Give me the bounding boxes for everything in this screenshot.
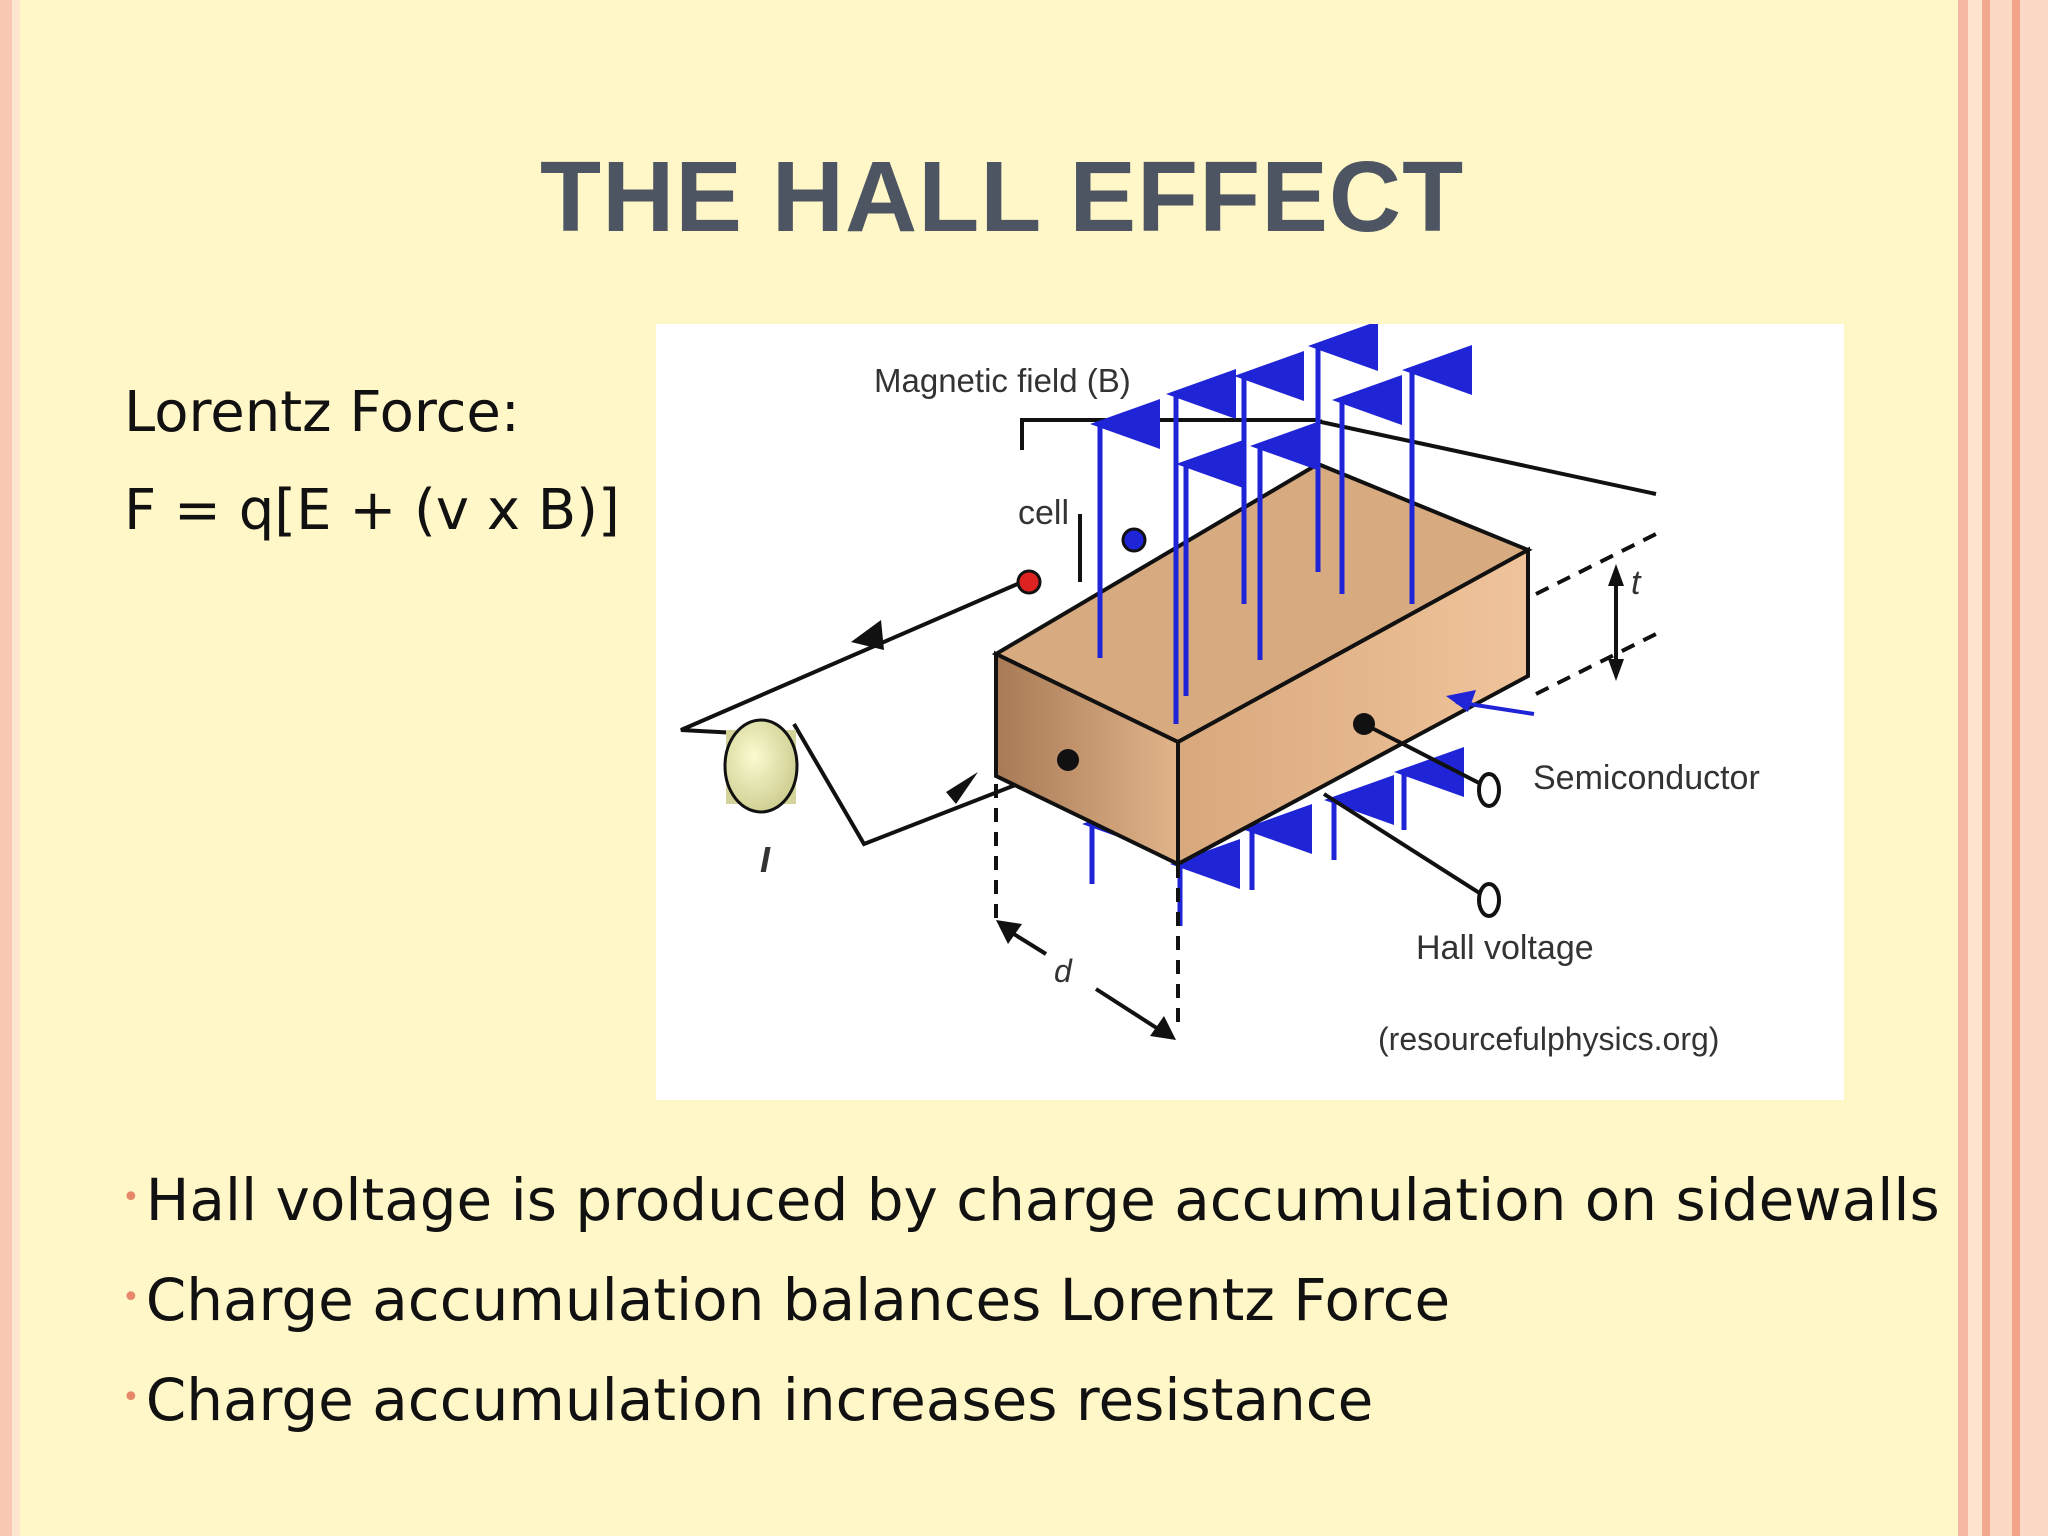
right-border-stripe: [2012, 0, 2020, 1536]
bullet-item: •Hall voltage is produced by charge accu…: [122, 1166, 1940, 1234]
left-border-stripe-inner: [12, 0, 20, 1536]
contact-front: [1057, 749, 1079, 771]
right-border-stripe: [1990, 0, 2012, 1536]
left-border-stripe: [0, 0, 12, 1536]
hall-voltage-leads: [1322, 722, 1501, 918]
right-border-stripe: [1982, 0, 1990, 1536]
current-label: I: [760, 839, 771, 880]
bullet-item: •Charge accumulation increases resistanc…: [122, 1366, 1374, 1434]
semiconductor-side-face: [1176, 546, 1530, 868]
current-arrow-icon: [946, 772, 978, 804]
thickness-label: t: [1631, 564, 1642, 602]
width-label: d: [1054, 953, 1073, 989]
bullet-list: •Hall voltage is produced by charge accu…: [122, 1160, 1942, 1460]
cell-terminal-negative: [1121, 527, 1147, 553]
image-credit: (resourcefulphysics.org): [1378, 1021, 1719, 1057]
bullet-dot-icon: •: [122, 1179, 140, 1215]
slide-title: THE HALL EFFECT: [540, 141, 1465, 253]
cell-terminal-positive: [1016, 569, 1042, 595]
right-border-stripe: [2020, 0, 2048, 1536]
thickness-marker: [1535, 532, 1657, 696]
hall-voltage-label: Hall voltage: [1416, 929, 1594, 967]
width-marker: [994, 784, 1180, 1024]
magnetic-field-label: Magnetic field (B): [874, 362, 1131, 399]
bullet-dot-icon: •: [122, 1279, 140, 1315]
cell-label: cell: [1018, 494, 1069, 532]
formula-label: Lorentz Force:: [124, 380, 520, 445]
lorentz-formula: F = q[E + (v x B)]: [124, 478, 620, 543]
bullet-item: •Charge accumulation balances Lorentz Fo…: [122, 1266, 1451, 1334]
hall-effect-illustration: t: [680, 324, 1760, 1057]
right-border-stripe: [1968, 0, 1982, 1536]
semiconductor-label: Semiconductor: [1533, 759, 1760, 797]
field-arrows-top: [1090, 324, 1472, 724]
current-source-cylinder: [723, 718, 799, 814]
hall-effect-diagram: t: [656, 324, 1844, 1100]
bullet-dot-icon: •: [122, 1379, 140, 1415]
right-border-stripe: [1958, 0, 1968, 1536]
current-arrow-icon: [851, 620, 884, 650]
